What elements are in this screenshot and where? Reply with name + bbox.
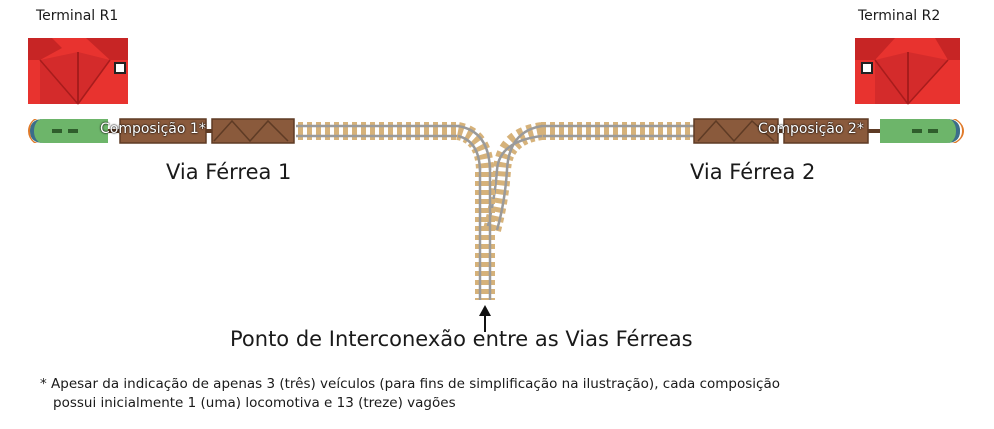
footnote-line-2: possui inicialmente 1 (uma) locomotiva e… (53, 395, 456, 411)
via-ferrea-1-track (296, 122, 460, 140)
terminal-r2-label: Terminal R2 (858, 8, 941, 24)
train-2-label: Composição 2* (758, 121, 864, 137)
footnote: * Apesar da indicação de apenas 3 (três)… (40, 375, 980, 413)
junction-curve-left (455, 122, 494, 171)
junction-curve-right (483, 122, 544, 233)
train-1-label: Composição 1* (100, 121, 206, 137)
via-ferrea-2-label: Via Férrea 2 (690, 160, 816, 184)
terminal-r1-building (28, 38, 128, 105)
terminal-r1-label: Terminal R1 (36, 8, 119, 24)
train-composicao-2 (693, 118, 964, 144)
via-ferrea-2-track (540, 122, 694, 140)
junction-vertical-track (475, 168, 495, 300)
via-ferrea-1-label: Via Férrea 1 (166, 160, 292, 184)
train-composicao-1 (28, 118, 295, 144)
junction-label: Ponto de Interconexão entre as Vias Férr… (230, 327, 693, 351)
footnote-line-1: * Apesar da indicação de apenas 3 (três)… (40, 376, 781, 392)
junction-arrow (479, 305, 491, 332)
terminal-r2-building (855, 38, 960, 105)
